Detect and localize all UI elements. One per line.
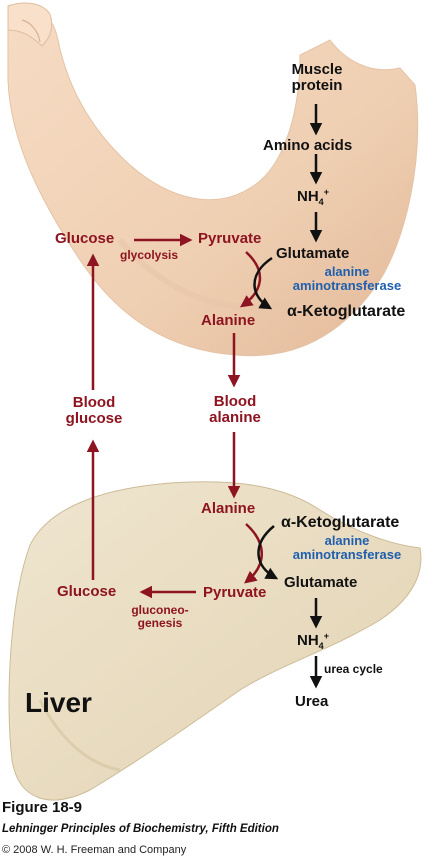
liver-nh4-label: NH4+ [297,631,329,651]
gluconeogenesis-line-2: genesis [137,615,183,630]
liver-nh4-text: NH [297,632,319,649]
arm-illustration [7,2,419,357]
muscle-protein-line-1: Muscle [291,61,343,78]
liver-alanine-label: Alanine [201,500,256,517]
liver-glutamate-label: Glutamate [284,574,358,591]
amino-acids-label: Amino acids [263,137,353,154]
liver-pyruvate-label: Pyruvate [203,584,267,601]
liver-nh4-subscript: 4 [318,641,324,651]
muscle-glucose-label: Glucose [55,230,115,247]
gluconeogenesis-label: gluconeo- genesis [124,604,196,629]
glycolysis-label: glycolysis [120,248,179,262]
liver-nh4-superscript: + [323,631,329,641]
arrow-glutamate-to-ketoglutarate-muscle [253,256,273,310]
blood-alanine-label: Blood alanine [196,394,274,426]
urea-label: Urea [295,693,329,710]
muscle-protein-label: Muscle protein [278,62,356,94]
muscle-ketoglutarate-label: α-Ketoglutarate [287,303,406,320]
arrow-pyruvate-to-alanine-muscle [239,251,262,308]
muscle-alanine-label: Alanine [201,312,256,329]
muscle-enzyme-line-1: alanine [324,264,370,279]
liver-organ-label: Liver [25,687,92,718]
liver-enzyme-label: alanine aminotransferase [282,534,412,561]
muscle-enzyme-label: alanine aminotransferase [282,265,412,292]
gluconeogenesis-line-1: gluconeo- [131,603,189,617]
muscle-glutamate-label: Glutamate [276,245,350,262]
blood-alanine-line-2: alanine [209,408,261,426]
figure-caption-book: Lehninger Principles of Biochemistry, Fi… [2,823,279,835]
muscle-protein-line-2: protein [291,76,343,94]
figure-caption-title: Figure 18-9 [2,799,83,816]
figure-caption-copyright: © 2008 W. H. Freeman and Company [2,844,187,856]
blood-glucose-label: Blood glucose [55,395,133,427]
liver-glucose-label: Glucose [57,583,117,600]
liver-enzyme-line-1: alanine [324,533,370,548]
arrow-ketoglutarate-to-glutamate-liver [257,525,279,580]
blood-glucose-line-1: Blood [72,394,116,411]
arrow-alanine-to-pyruvate-liver [244,523,263,584]
muscle-enzyme-line-2: aminotransferase [292,277,402,293]
liver-enzyme-line-2: aminotransferase [292,546,402,562]
liver-ketoglutarate-label: α-Ketoglutarate [281,514,400,531]
blood-glucose-line-2: glucose [65,409,123,427]
muscle-nh4-text: NH [297,188,319,205]
muscle-pyruvate-label: Pyruvate [198,230,262,247]
muscle-nh4-superscript: + [323,187,329,197]
blood-alanine-line-1: Blood [213,393,257,410]
urea-cycle-label: urea cycle [324,662,383,676]
liver-illustration [8,481,422,801]
muscle-nh4-subscript: 4 [318,197,324,207]
muscle-nh4-label: NH4+ [297,187,329,207]
